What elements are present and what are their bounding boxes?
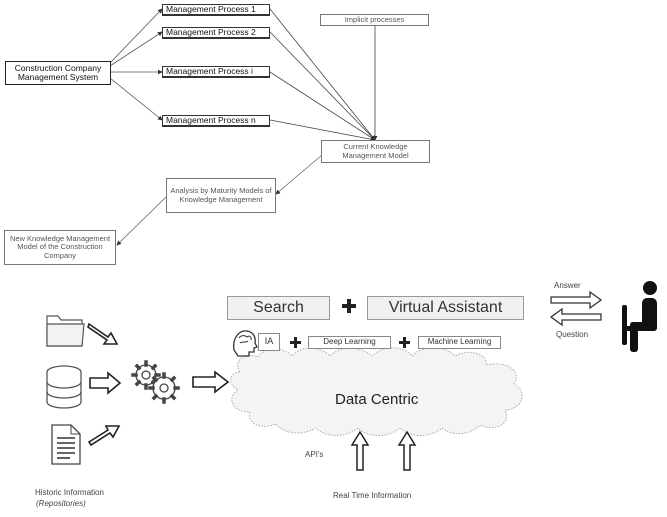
historic-label: Historic Information [35, 488, 104, 497]
deep-learning-label: Deep Learning [323, 337, 376, 347]
process-to-model-lines [269, 8, 378, 142]
answer-label: Answer [554, 281, 581, 290]
process-node-n: Management Process n [162, 115, 270, 127]
data-centric-cloud [230, 347, 523, 436]
ia-label: IA [264, 336, 274, 347]
database-icon [46, 365, 82, 409]
process-node-1: Management Process 1 [162, 4, 270, 16]
person-seated-icon [622, 281, 657, 352]
machine-learning-label: Machine Learning [427, 337, 492, 347]
data-centric-label: Data Centric [335, 391, 419, 408]
api-arrows [350, 430, 417, 471]
answer-question-arrows [549, 290, 603, 327]
process-node-2: Management Process 2 [162, 27, 270, 39]
virtual-assistant-box: Virtual Assistant [367, 296, 524, 320]
deep-learning-box: Deep Learning [308, 336, 391, 349]
input-arrows [87, 322, 230, 447]
implicit-label: Implicit processes [344, 14, 405, 24]
search-box: Search [227, 296, 330, 320]
process-label-1: Management Process 1 [166, 3, 256, 14]
real-time-label: Real Time Information [333, 491, 412, 500]
current-model-node: Current Knowledge Management Model [321, 140, 430, 163]
implicit-processes-node: Implicit processes [320, 14, 429, 26]
root-label: Construction Company Management System [14, 62, 102, 82]
question-label: Question [556, 330, 589, 339]
new-model-node: New Knowledge Management Model of the Co… [4, 230, 116, 265]
process-label-n: Management Process n [166, 114, 256, 125]
analysis-node: Analysis by Maturity Models of Knowledge… [166, 178, 276, 213]
repositories-label: (Repositories) [36, 499, 86, 508]
process-label-i: Management Process i [166, 65, 253, 76]
plus-signs [290, 299, 410, 348]
root-node: Construction Company Management System [5, 61, 111, 85]
root-to-process-lines [109, 8, 163, 121]
folder-icon [46, 315, 85, 347]
brain-icon [233, 330, 258, 357]
process-node-i: Management Process i [162, 66, 270, 78]
process-label-2: Management Process 2 [166, 26, 256, 37]
model-chain-lines [116, 154, 323, 246]
machine-learning-box: Machine Learning [418, 336, 501, 349]
new-model-label: New Knowledge Management Model of the Co… [9, 234, 111, 260]
search-label: Search [253, 299, 304, 317]
gears-icon [131, 360, 180, 404]
analysis-label: Analysis by Maturity Models of Knowledge… [170, 186, 272, 204]
apis-label: API's [305, 450, 324, 459]
document-icon [51, 424, 81, 465]
virtual-assistant-label: Virtual Assistant [388, 299, 503, 317]
ia-box: IA [258, 333, 280, 351]
current-model-label: Current Knowledge Management Model [342, 142, 409, 160]
